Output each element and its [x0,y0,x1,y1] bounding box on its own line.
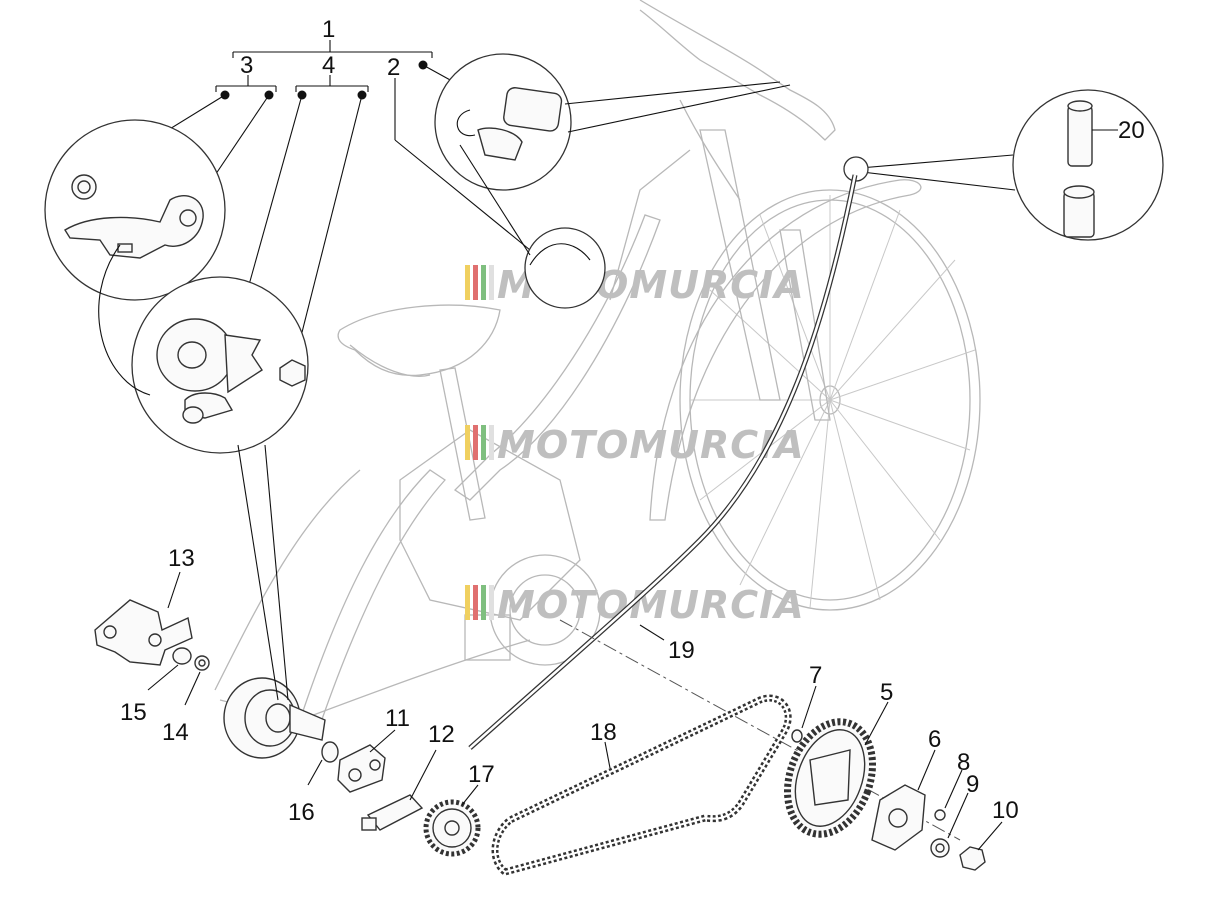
part-14-washer [184,655,210,706]
callout-16: 16 [288,799,315,826]
detail-circle-shifter [434,53,791,191]
callout-9: 9 [966,771,979,798]
callout-13: 13 [168,545,195,572]
gear-cable [468,174,858,750]
part-6-carrier [871,749,936,851]
bicycle-outline [214,0,981,759]
callout-5: 5 [880,679,893,706]
part-5-chainring [783,701,889,838]
detail-circle-cable [459,144,606,309]
part-9-washer [930,792,969,858]
svg-text:MOTOMURCIA: MOTOMURCIA [497,423,805,467]
callout-20: 20 [1118,117,1145,144]
callout-4: 4 [322,52,335,79]
part-18-toothed-belt [491,694,792,876]
part-11-clamp [337,729,396,793]
callout-6: 6 [928,726,941,753]
part-12-tensioner [361,749,437,831]
callout-14: 14 [162,719,189,746]
part-13-bracket [94,571,193,666]
callout-labels: 1 2 3 4 5 6 7 8 9 10 11 12 13 14 15 16 1… [120,16,1145,826]
callout-3: 3 [240,52,253,79]
callout-10: 10 [992,797,1019,824]
part-7-bolt [791,685,817,743]
part-8-screw [934,769,963,821]
callout-15: 15 [120,699,147,726]
part-16-bushing [307,741,339,786]
part-10-nut [959,821,1003,871]
detail-circle-spacer [843,89,1164,241]
callout-12: 12 [428,721,455,748]
callout-2: 2 [387,54,400,81]
callout-17: 17 [468,761,495,788]
callout-8: 8 [957,749,970,776]
callout-18: 18 [590,719,617,746]
callout-7: 7 [809,662,822,689]
detail-circle-lever [44,119,226,301]
part-17-small-sprocket [423,784,481,857]
watermark-middle: MOTOMURCIA [465,423,805,467]
callout-11: 11 [385,705,410,732]
watermark-bottom: MOTOMURCIA [465,583,804,627]
callout-19: 19 [668,637,695,664]
callout-1: 1 [322,16,335,43]
part-15-spacer [147,647,192,691]
detail-circle-hub-sensor [98,244,309,701]
watermark-top: MOTOMURCIA [465,263,804,307]
